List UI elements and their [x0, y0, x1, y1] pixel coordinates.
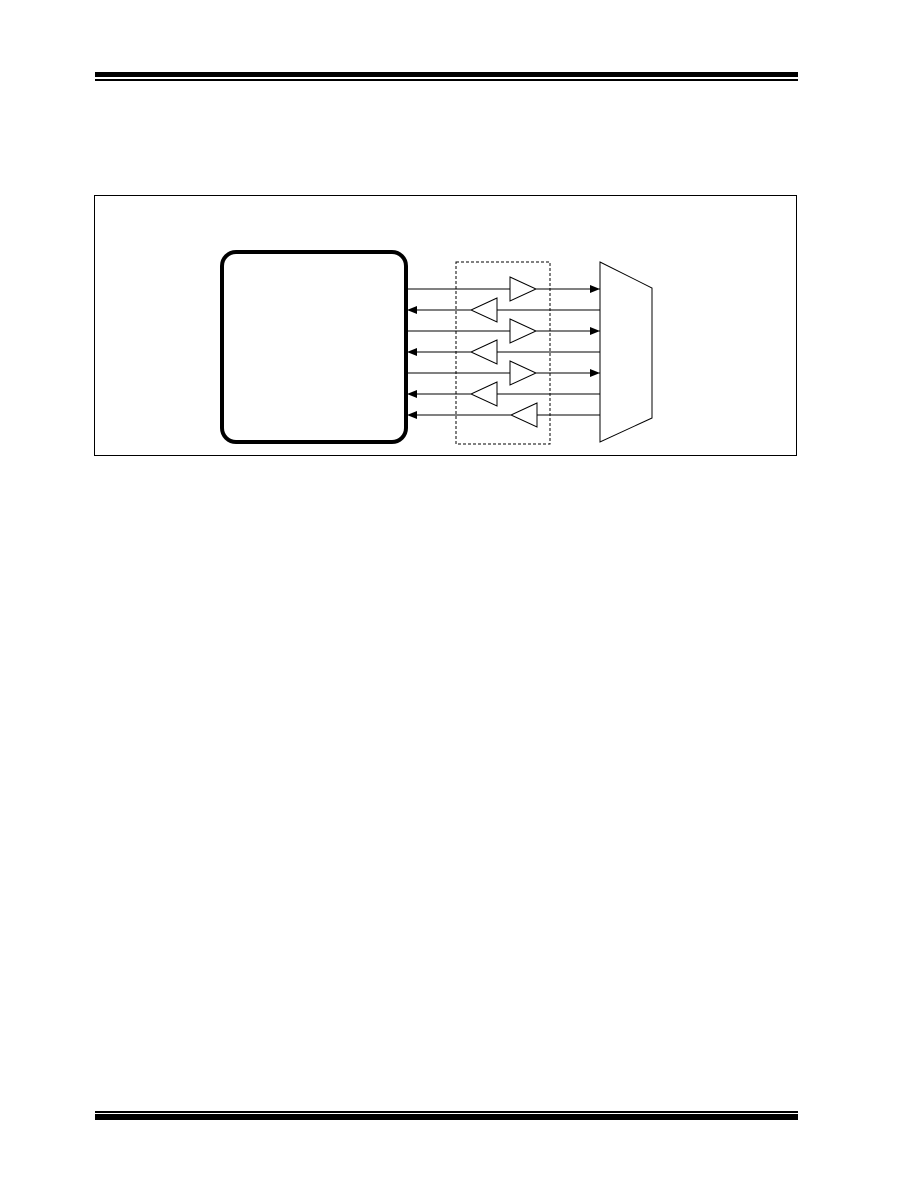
controller-block — [220, 250, 408, 444]
buffer-triangle-icon-6 — [469, 381, 498, 407]
buffer-triangle-icon-7 — [509, 402, 538, 428]
figure-frame — [94, 195, 797, 456]
footer-rule-thick — [95, 1114, 798, 1120]
buffer-triangle-icon-2 — [469, 297, 498, 323]
signal-lines — [407, 276, 600, 428]
buffer-triangle-icon-4 — [469, 339, 498, 365]
buffer-triangle-icon-5 — [509, 360, 538, 386]
header-rule-thick — [95, 72, 798, 77]
header-rule-thin — [95, 79, 798, 81]
connector-trapezoid — [599, 261, 653, 443]
buffer-enclosure — [455, 261, 551, 445]
buffer-triangle-icon-1 — [509, 276, 538, 302]
footer-rule-thin — [95, 1111, 798, 1113]
buffer-triangle-icon-3 — [509, 318, 538, 344]
